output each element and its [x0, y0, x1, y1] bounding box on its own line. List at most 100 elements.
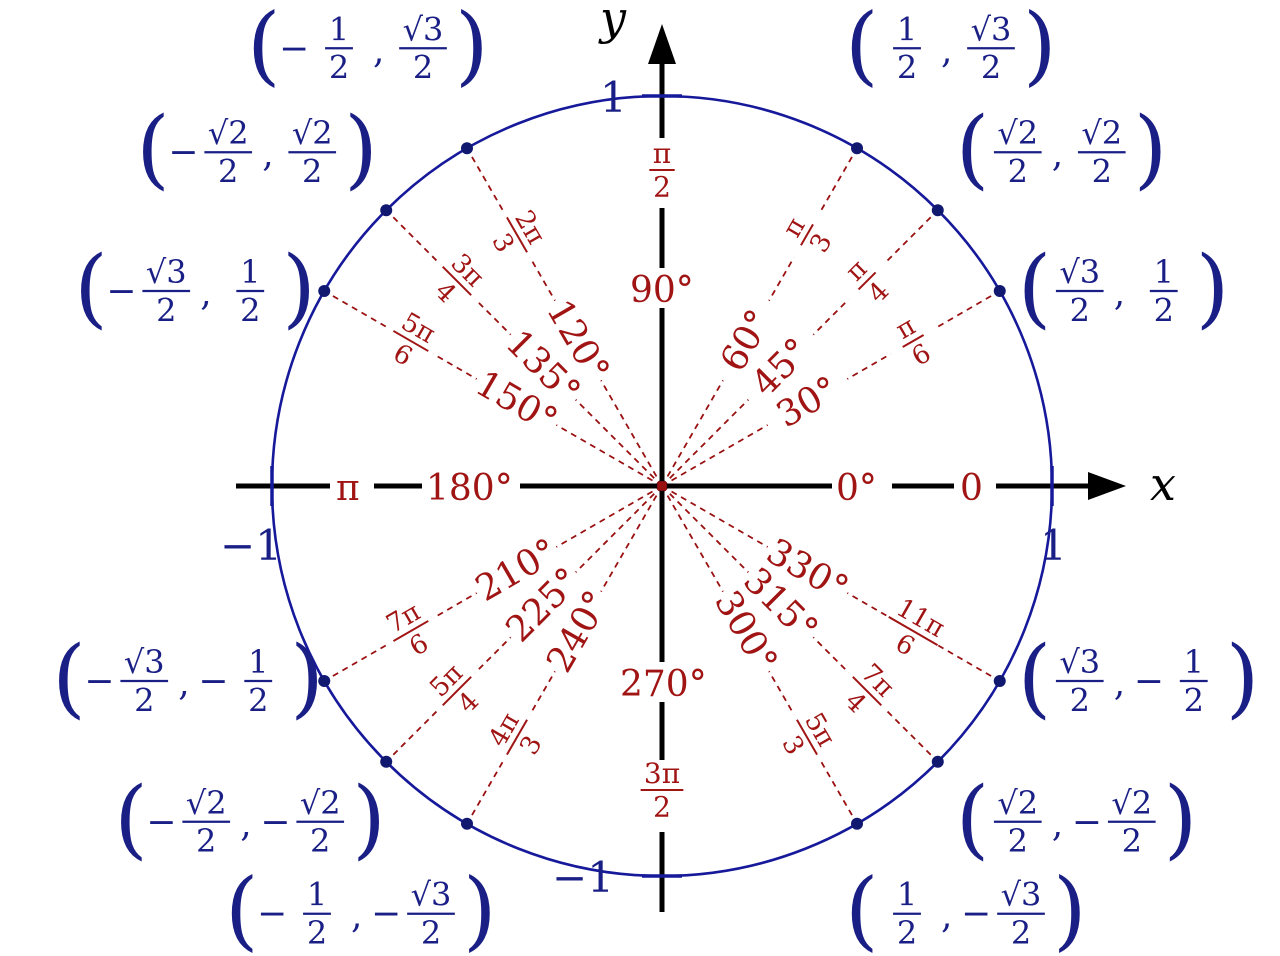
label-group-90: 90° π2 [628, 137, 698, 311]
point-330 [993, 675, 1006, 687]
coord-y-225: √22 [296, 784, 345, 860]
coord-y-frac-315-numerator: √2 [1111, 784, 1152, 822]
radian-frac-270-numerator: 3π [644, 757, 680, 790]
coord-y-frac-150: 12 [236, 253, 265, 329]
label-bg-deg-315 [736, 556, 829, 649]
coord-comma-60: , [941, 30, 952, 71]
coord-paren-open-330: ( [1018, 628, 1052, 728]
label-y-neg-one: −1 [552, 853, 614, 902]
coord-y-frac-30-denominator: 2 [1154, 291, 1174, 329]
radian-label-0: 0 [960, 468, 983, 509]
coordinate-240: (−12,−√32) [225, 861, 497, 956]
coord-y-frac-150-numerator: 1 [240, 253, 260, 291]
point-150 [318, 285, 331, 297]
radian-frac-300-bar [796, 719, 818, 756]
coordinate-135: (−√22,√22) [136, 99, 378, 199]
coord-x-frac-330-numerator: √3 [1059, 643, 1100, 681]
coord-x-frac-45: √22 [993, 114, 1042, 191]
coordinate-150: (−√32,12) [74, 238, 316, 338]
coord-y-150: 12 [236, 253, 265, 329]
coordinate-30: (√32,12) [1018, 238, 1230, 338]
coord-y-frac-60-numerator: √3 [971, 10, 1012, 48]
coord-y-frac-120-numerator: √3 [403, 10, 444, 48]
coord-x-frac-30: √32 [1055, 253, 1104, 329]
coord-comma-45: , [1052, 134, 1063, 175]
label-bg-rad-180 [330, 466, 374, 506]
radian-frac-90-numerator: π [653, 137, 671, 170]
coord-x-frac-330: √32 [1055, 643, 1104, 719]
coord-y-frac-135: √22 [288, 114, 337, 191]
coord-x-frac-120-numerator: 1 [329, 10, 349, 48]
coord-y-frac-60: √32 [967, 10, 1015, 87]
coord-x-frac-300-numerator: 1 [897, 876, 917, 914]
coord-paren-open-60: ( [845, 0, 879, 95]
radian-frac-45-bar [857, 271, 877, 291]
coord-x-frac-210: √32 [120, 643, 169, 719]
ray-120 [466, 147, 663, 487]
coord-paren-open-30: ( [1018, 238, 1052, 338]
point-45 [931, 204, 944, 217]
coord-x-frac-240-denominator: 2 [307, 914, 327, 952]
coord-x-frac-315: √22 [993, 784, 1042, 860]
coord-y-60: √32 [967, 10, 1015, 87]
radian-label-30: π6 [875, 302, 952, 382]
ray-315 [661, 485, 939, 763]
coord-paren-close-30: ) [1196, 238, 1230, 338]
coord-x-frac-150-numerator: √3 [146, 253, 187, 291]
coord-y-frac-45: √22 [1077, 114, 1126, 191]
radian-frac-225-bar [442, 676, 472, 706]
coord-x-sign-240: − [257, 894, 287, 935]
coord-x-135: √22 [204, 114, 253, 191]
radian-frac-90: π2 [649, 137, 675, 204]
coord-x-sign-150: − [106, 271, 136, 312]
radian-label-225: 5π4 [417, 651, 498, 733]
label-bg-rad-60 [768, 197, 848, 274]
coord-paren-open-120: ( [247, 0, 281, 95]
radian-frac-135-bar [442, 266, 472, 296]
coord-comma-300: , [941, 896, 952, 937]
coord-y-frac-120-denominator: 2 [413, 49, 433, 87]
coord-comma-150: , [200, 273, 211, 314]
coordinate-315: (√22,−√22) [956, 769, 1198, 869]
coord-paren-open-300: ( [845, 861, 879, 956]
coord-y-frac-60-denominator: 2 [981, 49, 1001, 87]
degree-label-90: 90° [630, 270, 694, 311]
coord-x-frac-30-numerator: √3 [1059, 253, 1100, 291]
label-bg-rad-120 [476, 197, 556, 274]
coord-y-frac-225: √22 [296, 784, 345, 860]
coord-y-sign-300: − [961, 894, 991, 935]
coord-y-sign-330: − [1134, 661, 1164, 702]
coord-x-sign-135: − [168, 132, 198, 173]
coord-y-frac-210-numerator: 1 [248, 643, 268, 681]
coord-y-frac-315-denominator: 2 [1122, 822, 1142, 860]
label-bg-rad-30 [875, 302, 952, 382]
coord-y-sign-240: − [371, 894, 401, 935]
label-bg-deg-240 [535, 580, 615, 680]
coordinate-45: (√22,√22) [956, 99, 1168, 199]
coord-paren-open-45: ( [956, 99, 990, 199]
coord-x-sign-120: − [279, 28, 309, 69]
coord-x-frac-60-denominator: 2 [897, 49, 917, 87]
ray-150 [323, 290, 663, 487]
coord-y-45: √22 [1077, 114, 1126, 191]
radian-frac-330-bar [888, 616, 939, 646]
radian-label-240: 4π3 [478, 699, 558, 776]
radian-frac-120-bar [506, 216, 528, 253]
label-bg-deg-300 [709, 580, 789, 680]
coord-paren-close-315: ) [1164, 769, 1198, 869]
label-x-neg-one: −1 [220, 521, 282, 570]
coord-x-frac-120: 12 [325, 10, 353, 87]
point-210 [318, 675, 331, 687]
coordinate-300: (12,−√32) [845, 861, 1087, 956]
ray-210 [323, 485, 663, 682]
coord-x-frac-300-denominator: 2 [897, 914, 917, 952]
coord-x-frac-135-denominator: 2 [218, 153, 238, 191]
coord-x-30: √32 [1055, 253, 1104, 329]
radian-label-270: 3π2 [640, 757, 684, 824]
y-axis-label: y [598, 0, 627, 45]
label-bg-rad-0 [954, 466, 996, 506]
radian-frac-60-bar [800, 223, 814, 246]
coord-x-frac-60: 12 [893, 10, 921, 87]
x-axis-label: x [1150, 457, 1176, 511]
